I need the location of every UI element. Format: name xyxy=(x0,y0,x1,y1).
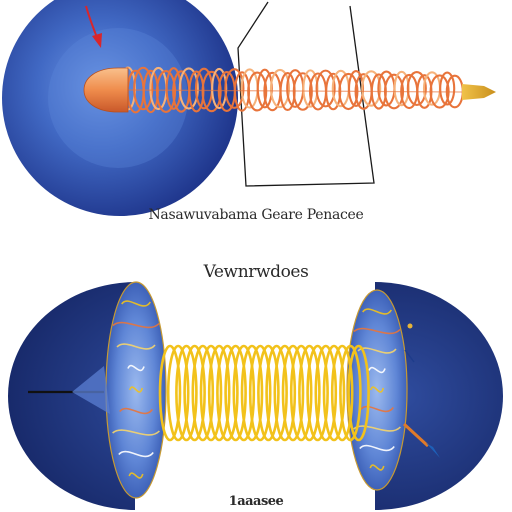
spring-loop xyxy=(273,344,297,442)
spring-loop xyxy=(158,344,182,442)
spring-loop xyxy=(289,344,313,442)
yellow-spring-coil xyxy=(158,344,370,442)
paintbrush-icon xyxy=(402,323,440,458)
coil-loop xyxy=(155,70,177,113)
spring-loop xyxy=(216,344,239,442)
swirl-stroke xyxy=(127,364,145,372)
spring-loop xyxy=(232,344,256,442)
spring-loop xyxy=(314,344,338,442)
spring-loop xyxy=(166,344,190,442)
spring-loop xyxy=(339,344,362,442)
spring-loop xyxy=(265,344,288,442)
spring-loop xyxy=(207,344,231,442)
swirl-stroke xyxy=(119,407,153,415)
swirl-stroke xyxy=(368,366,386,374)
swirl-stroke xyxy=(128,386,144,393)
coil-loop xyxy=(133,66,154,111)
swirl-stroke xyxy=(369,464,385,471)
swirl-stroke xyxy=(369,386,385,393)
probe-line-icon xyxy=(28,366,110,414)
coil-loop xyxy=(201,70,222,113)
swirl-stroke xyxy=(112,429,160,436)
swirl-stroke xyxy=(128,472,144,479)
spring-loop xyxy=(322,344,346,442)
swirl-stroke xyxy=(362,308,392,315)
coil-loop xyxy=(224,68,245,109)
coil-loop xyxy=(439,71,456,106)
swirl-stroke xyxy=(116,343,156,350)
spring-loop xyxy=(175,344,198,442)
spring-loop xyxy=(248,344,272,442)
spring-loop xyxy=(330,344,354,442)
spring-loop xyxy=(224,344,247,442)
orange-coil xyxy=(119,66,464,114)
cone-outline xyxy=(237,1,375,187)
swirl-stroke xyxy=(118,450,154,458)
spring-loop xyxy=(281,344,305,442)
spring-loop xyxy=(199,344,223,442)
coil-loop xyxy=(269,68,291,109)
spring-loop xyxy=(191,344,215,442)
coil-loop xyxy=(361,70,382,107)
red-pointer-arrow-icon xyxy=(85,5,102,48)
coil-loop xyxy=(178,67,199,110)
left-hemisphere xyxy=(8,282,135,510)
coil-axis xyxy=(127,89,463,93)
swirl-stroke xyxy=(357,347,397,354)
spring-loop xyxy=(298,344,321,442)
middle-caption: Vewnrwdoes xyxy=(203,262,309,282)
spring-loop xyxy=(183,344,206,442)
spring-loop xyxy=(306,344,329,442)
right-hemisphere xyxy=(375,282,503,510)
top-caption: Nasawuvabama Geare Penacee xyxy=(148,207,364,223)
coil-loop xyxy=(315,69,336,108)
swirl-stroke xyxy=(353,327,401,335)
gold-tip xyxy=(462,84,496,100)
swirl-stroke xyxy=(359,444,395,452)
bottom-caption: 1aaasee xyxy=(228,494,284,509)
spring-loop xyxy=(240,344,264,442)
spring-loop xyxy=(347,344,370,442)
coil-loop xyxy=(247,71,268,112)
spring-loop xyxy=(257,344,280,442)
swirl-stroke xyxy=(112,321,160,329)
coil-end-cap xyxy=(83,67,129,113)
top-panel xyxy=(2,0,496,216)
swirl-stroke xyxy=(121,300,151,307)
bottom-panel xyxy=(8,281,503,510)
left-disc-swirls xyxy=(112,300,160,479)
swirl-stroke xyxy=(360,405,394,413)
coil-loop xyxy=(406,71,427,106)
